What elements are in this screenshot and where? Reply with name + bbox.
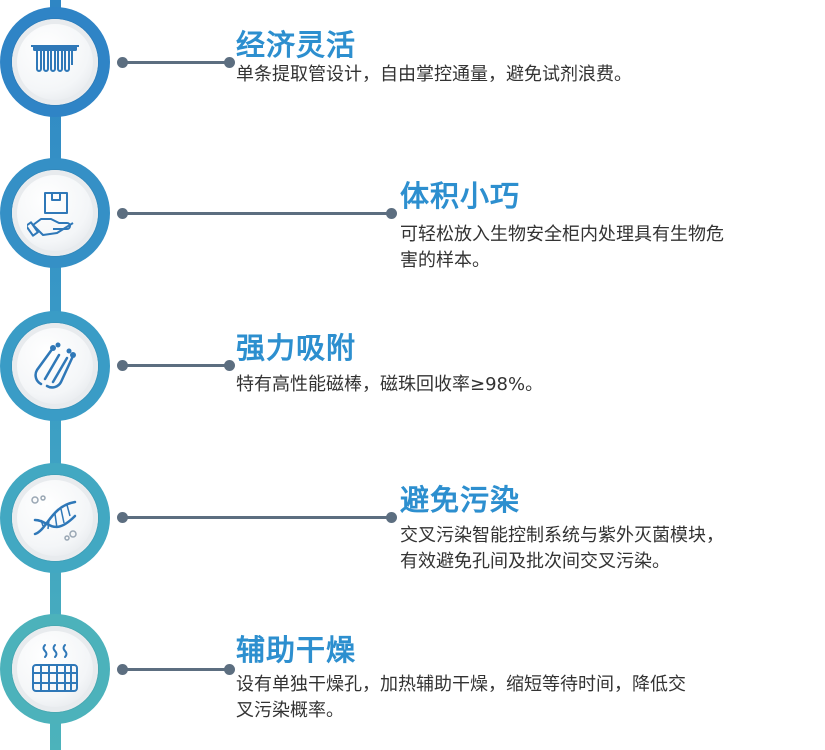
connector-dot bbox=[117, 664, 128, 675]
tube-strip-icon bbox=[31, 45, 79, 72]
feature-description-line: 害的样本。 bbox=[400, 250, 490, 271]
dna-helix-icon bbox=[31, 495, 77, 541]
connector-line bbox=[122, 516, 392, 519]
connector-line bbox=[122, 668, 230, 671]
connector-dot bbox=[386, 512, 397, 523]
icon-disc bbox=[12, 323, 98, 409]
icon-disc bbox=[12, 170, 98, 256]
connector-dot bbox=[117, 512, 128, 523]
feature-icon-node-drying bbox=[0, 614, 110, 724]
connector-dot bbox=[224, 57, 235, 68]
connector-line bbox=[122, 364, 230, 367]
box-on-hand-icon bbox=[27, 192, 74, 237]
feature-icon-node-economy bbox=[0, 7, 110, 117]
connector-line bbox=[122, 61, 230, 64]
feature-description-line: 交叉污染智能控制系统与紫外灭菌模块， bbox=[400, 525, 724, 546]
feature-title: 强力吸附 bbox=[236, 331, 357, 365]
connector-line bbox=[122, 212, 392, 215]
feature-description-line: 可轻松放入生物安全柜内处理具有生物危 bbox=[400, 224, 724, 245]
feature-title: 体积小巧 bbox=[400, 179, 521, 213]
feature-icon-node-compact bbox=[0, 158, 110, 268]
icon-disc bbox=[12, 19, 98, 105]
feature-description-line: 叉污染概率。 bbox=[236, 700, 344, 721]
feature-description-line: 有效避免孔间及批次间交叉污染。 bbox=[400, 551, 670, 572]
magnetic-rod-icon bbox=[34, 342, 76, 389]
feature-title: 辅助干燥 bbox=[236, 633, 357, 667]
feature-title: 避免污染 bbox=[400, 483, 521, 517]
connector-dot bbox=[224, 360, 235, 371]
feature-icon-node-contamination bbox=[0, 463, 110, 573]
feature-description-line: 单条提取管设计，自由掌控通量，避免试剂浪费。 bbox=[236, 64, 632, 85]
feature-description-line: 设有单独干燥孔，加热辅助干燥，缩短等待时间，降低交 bbox=[236, 674, 686, 695]
heater-icon bbox=[32, 644, 78, 692]
icon-disc bbox=[12, 475, 98, 561]
icon-disc bbox=[12, 626, 98, 712]
feature-title: 经济灵活 bbox=[236, 28, 357, 62]
connector-dot bbox=[117, 57, 128, 68]
feature-description-line: 特有高性能磁棒，磁珠回收率≥98%。 bbox=[236, 374, 544, 395]
feature-icon-node-adsorption bbox=[0, 311, 110, 421]
connector-dot bbox=[117, 360, 128, 371]
connector-dot bbox=[117, 208, 128, 219]
connector-dot bbox=[386, 208, 397, 219]
connector-dot bbox=[224, 664, 235, 675]
